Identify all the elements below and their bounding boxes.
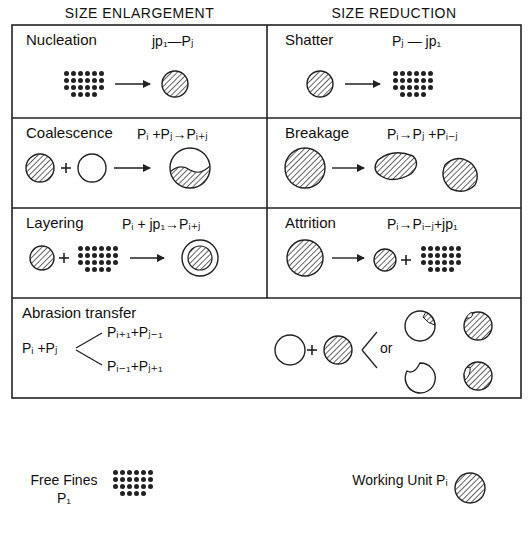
granule [324,336,352,364]
granule [285,148,325,188]
mechanism-name: Abrasion transfer [22,304,136,322]
fines-cluster [420,245,462,273]
mechanism-name: Breakage [285,124,349,142]
granule [287,240,323,276]
mechanism-equation: Pᵢ→Pᵢ₋ⱼ+jp₁ [387,216,458,233]
coalesced-granule [168,148,214,192]
column-heading: SIZE REDUCTION [267,5,521,21]
layered-granule [182,240,218,276]
granule [275,335,305,365]
transfer-result [405,362,492,393]
legend-text: Working Unit Pᵢ [350,472,450,490]
mechanism-equation: Pⱼ — jp₁ [392,33,441,50]
granule [26,154,54,182]
column-heading: SIZE ENLARGEMENT [12,5,267,21]
arrows [114,84,380,258]
granule [30,246,54,270]
table-grid [12,25,521,398]
mechanism-cell: Attrition Pᵢ→Pᵢ₋ⱼ+jp₁ [267,208,521,298]
fines-cluster [392,70,434,98]
legend-text: Free Fines P₁ [22,472,106,507]
legend-sample [112,469,154,497]
mechanism-name: Layering [26,214,84,232]
transfer-result [405,311,492,341]
mechanism-name: Nucleation [26,31,97,49]
mechanism-cell: Layering Pᵢ + jp₁→Pᵢ₊ⱼ [12,208,267,298]
mechanism-cell: Abrasion transfer Pᵢ +Pⱼ Pᵢ₊₁+Pⱼ₋₁ Pᵢ₋₁+Pⱼ₊… [12,298,521,398]
mechanism-cell: Nucleation jp₁—Pⱼ [12,25,267,118]
mechanism-name: Coalescence [26,124,113,142]
granule [374,249,396,271]
granule [162,71,188,97]
mechanism-equation: Pᵢ₊₁+Pⱼ₋₁ [107,324,163,341]
mechanism-equation: Pᵢ +Pⱼ [22,340,57,357]
fragment [375,153,416,180]
legend-sample [455,473,485,503]
mechanism-equation: Pᵢ +Pⱼ→Pᵢ₊ⱼ [137,126,208,143]
granule [78,154,106,182]
mechanism-name: Shatter [285,31,333,49]
fines-cluster [77,245,119,273]
mechanism-equation: Pᵢ + jp₁→Pᵢ₊ⱼ [122,216,201,233]
mechanism-name: Attrition [285,214,336,232]
mechanism-cell: Coalescence Pᵢ +Pⱼ→Pᵢ₊ⱼ [12,118,267,208]
granule [307,71,333,97]
mechanism-equation: or [380,340,392,357]
mechanism-cell: Shatter Pⱼ — jp₁ [267,25,521,118]
mechanism-equation: Pᵢ₋₁+Pⱼ₊₁ [107,358,163,375]
mechanism-equation: jp₁—Pⱼ [152,33,193,50]
fines-cluster [63,70,105,98]
fragment [443,158,477,191]
plus-signs [59,163,411,355]
mechanism-cell: Breakage Pᵢ→Pⱼ +Pᵢ₋ⱼ [267,118,521,208]
mechanism-equation: Pᵢ→Pⱼ +Pᵢ₋ⱼ [387,126,458,143]
